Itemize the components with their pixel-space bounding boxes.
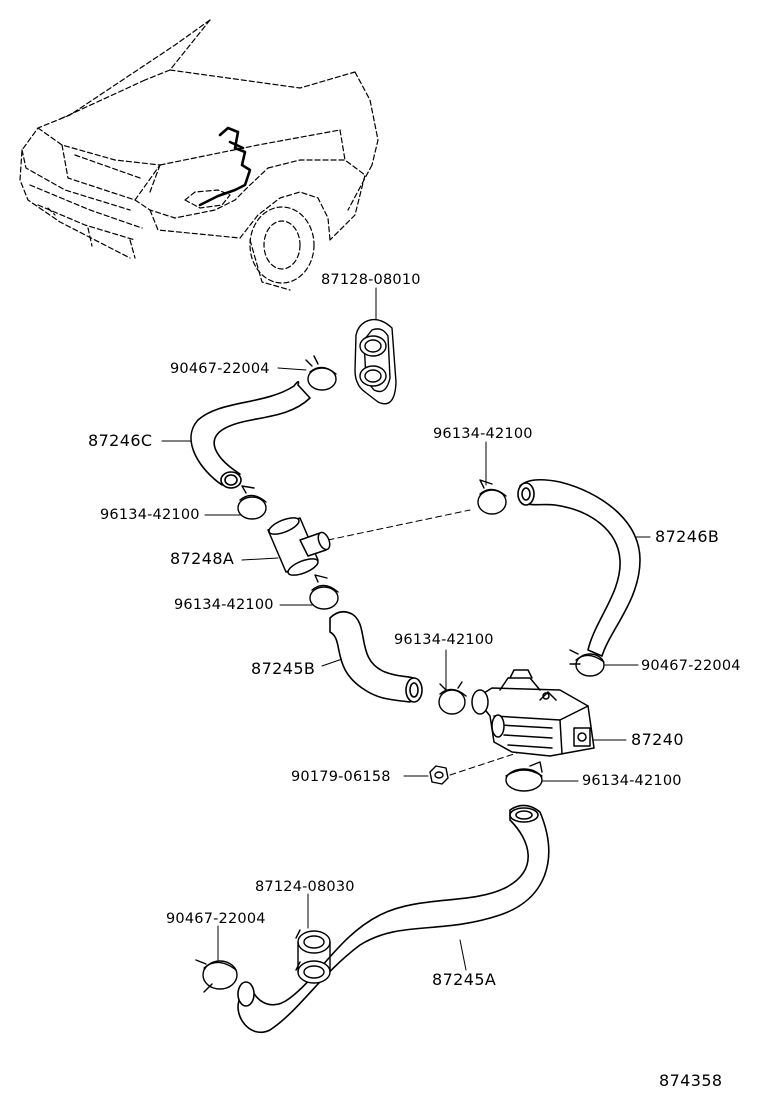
clamp-bottom-left xyxy=(195,959,238,993)
label-clamp-left-1: 96134-42100 xyxy=(100,507,200,523)
clamp-valve xyxy=(505,761,543,792)
dashed-alignment xyxy=(327,509,521,776)
car-outline xyxy=(19,19,379,291)
label-clamp-right: 90467-22004 xyxy=(641,658,741,674)
label-clamp-double: 87124-08030 xyxy=(255,879,355,895)
clamp-right xyxy=(569,649,605,677)
car-hose-highlight xyxy=(198,126,252,207)
hose-b-upper xyxy=(517,478,641,657)
label-grommet: 87128-08010 xyxy=(321,272,421,288)
label-clamp-center: 96134-42100 xyxy=(394,632,494,648)
grommet xyxy=(354,318,397,405)
label-hose-a: 87245A xyxy=(432,970,497,989)
label-nut: 90179-06158 xyxy=(291,769,391,785)
water-valve xyxy=(471,669,595,757)
hose-b-lower xyxy=(329,610,423,703)
label-clamp-valve: 96134-42100 xyxy=(582,773,682,789)
clamp-left-2 xyxy=(309,574,339,610)
label-clamp-bottom-left: 90467-22004 xyxy=(166,911,266,927)
leader-lines xyxy=(161,287,651,971)
tee-joint xyxy=(267,517,331,576)
clamp-top-left xyxy=(305,355,337,391)
label-clamp-upper-right: 96134-42100 xyxy=(433,426,533,442)
nut xyxy=(429,765,449,785)
hose-c xyxy=(190,380,311,489)
figure-code: 874358 xyxy=(659,1071,723,1090)
clamp-double xyxy=(295,929,331,984)
clamp-center xyxy=(438,681,467,715)
clamp-left-1 xyxy=(237,485,267,520)
label-clamp-top-left: 90467-22004 xyxy=(170,361,270,377)
hose-a xyxy=(237,804,550,1033)
label-hose-b-lower: 87245B xyxy=(251,659,316,678)
label-hose-b-upper: 87246B xyxy=(655,527,720,546)
label-water-valve: 87240 xyxy=(631,730,684,749)
clamp-upper-right xyxy=(477,479,507,515)
label-hose-c: 87246C xyxy=(88,431,153,450)
label-tee-joint: 87248A xyxy=(170,549,235,568)
label-clamp-left-2: 96134-42100 xyxy=(174,597,274,613)
